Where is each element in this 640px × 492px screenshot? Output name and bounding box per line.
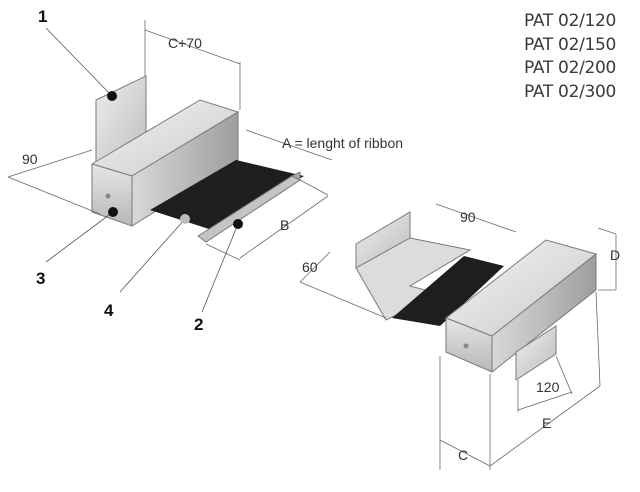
dim-60: 60 [302,259,318,275]
ribbon [150,160,304,230]
model-item: PAT 02/150 [524,34,617,55]
ribbon-right [392,256,504,326]
callout-dot-3 [108,207,118,217]
dimension-lines-right [299,203,617,470]
dim-d: D [610,247,620,263]
housing-front [91,163,133,227]
dim-a-ribbon: A = lenght of ribbon [282,135,403,151]
dim-c: C [458,447,468,463]
housing-side-right [491,252,597,374]
base-plate [355,237,472,321]
model-item: PAT 02/300 [524,81,617,102]
dimension-lines-left [7,20,333,261]
dim-120: 120 [536,379,560,395]
leader-lines [45,27,239,313]
callout-label-3: 3 [36,269,45,288]
left-assembly [90,75,304,243]
callout-dot-4 [180,214,190,224]
guide-plate-lip [290,171,301,181]
callout-label-1: 1 [38,7,47,26]
right-assembly [355,211,598,381]
hanging-plate [515,325,557,381]
screw-left [105,193,111,199]
model-item: PAT 02/200 [524,58,617,78]
model-item: PAT 02/120 [524,11,617,31]
dim-90-left: 90 [22,151,38,167]
callout-dot-2 [233,219,243,229]
model-list: PAT 02/120 PAT 02/150 PAT 02/200 PAT 02/… [524,10,616,104]
dim-90-right: 90 [460,209,476,225]
screw-right [463,343,469,349]
callout-dot-1 [107,91,117,101]
dim-e: E [542,415,551,431]
callout-label-2: 2 [194,315,203,334]
callout-label-4: 4 [104,301,114,320]
dim-c-plus-70: C+70 [168,35,202,51]
dim-b: B [280,217,289,233]
